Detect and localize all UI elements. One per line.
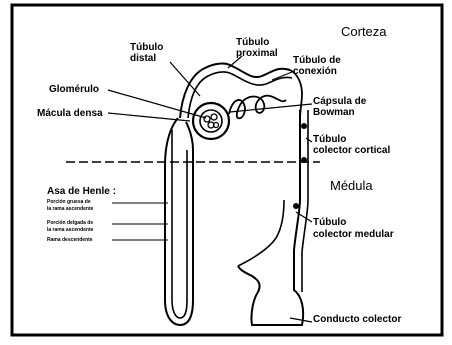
label-tubulo-distal: distal [130,53,156,64]
label-porcion-gruesa: Porción gruesa de [47,199,91,205]
glomerulus-loop [204,116,210,122]
label-rama-descendente: Rama descendente [47,237,93,243]
collector-bump [301,123,307,129]
collector-bump [301,157,307,163]
pointer-conexion [272,72,292,80]
label-colector-cortical: colector cortical [313,145,390,156]
label-tubulo-proximal: Túbulo [236,37,269,48]
glomerulus-loop [211,114,217,120]
label-colector-medular: colector medular [313,229,394,240]
label-colector-medular: Túbulo [313,217,346,228]
label-colector-cortical: Túbulo [313,134,346,145]
label-tubulo-conexion: conexión [293,66,337,77]
label-porcion-gruesa: la rama ascendente [47,206,94,212]
label-tubulo-proximal: proximal [236,48,278,59]
glomerulus-ring [200,110,222,132]
collecting-duct-right [302,110,308,292]
pointer-conducto [290,318,312,322]
label-capsula-bowman: Bowman [313,107,355,118]
label-porcion-delgada: Porción delgada de [47,220,93,226]
henle-loop-inner [172,130,187,318]
label-tubulo-distal: Túbulo [130,42,163,53]
label-capsula-bowman: Cápsula de [313,96,367,107]
label-conducto-colector: Conducto colector [313,314,401,325]
label-glomerulo: Glomérulo [49,84,99,95]
region-corteza: Corteza [341,24,387,39]
pointer-cortical [306,138,312,142]
region-medula: Médula [330,178,373,193]
label-asa-henle: Asa de Henle : [47,186,116,197]
pointer-glomerulo [108,90,206,118]
label-macula-densa: Mácula densa [37,108,103,119]
label-porcion-delgada: la rama ascendente [47,227,94,233]
collecting-duct-left [238,200,284,266]
henle-loop-outer [165,118,193,325]
bowman-capsule [193,103,229,139]
diagram-frame [12,5,442,335]
pointer-macula [108,113,190,121]
collector-bump [293,203,299,209]
label-tubulo-conexion: Túbulo de [293,55,341,66]
collecting-duct [238,110,303,325]
